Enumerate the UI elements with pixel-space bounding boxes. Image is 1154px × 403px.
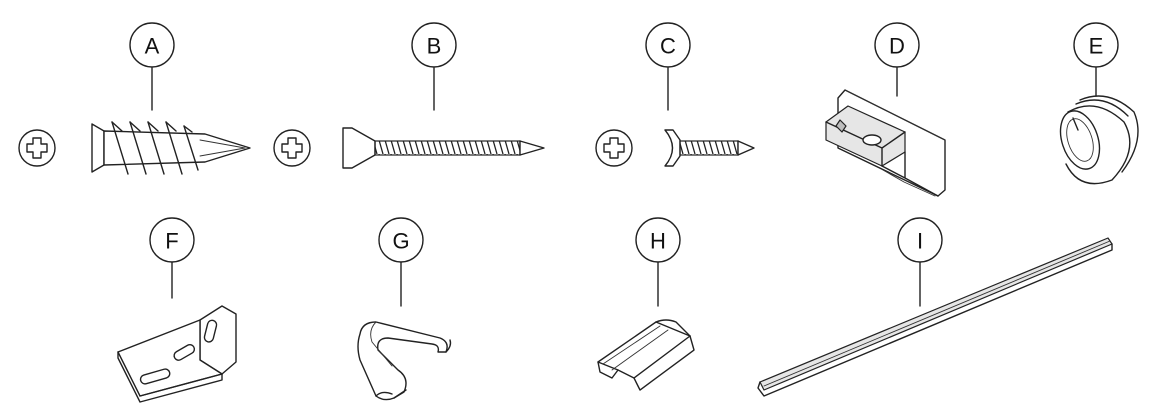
part-g: G	[357, 217, 452, 401]
part-d: D	[825, 22, 946, 197]
callout-h: H	[635, 217, 681, 263]
part-f: F	[117, 217, 237, 403]
part-a: A	[18, 22, 251, 175]
callout-b: B	[411, 22, 457, 68]
callout-f: F	[149, 217, 195, 263]
callout-label: G	[392, 229, 409, 254]
callout-label: A	[145, 34, 160, 59]
part-i: I	[757, 217, 1113, 397]
hook-clip	[357, 321, 452, 401]
short-screw	[664, 129, 755, 167]
callout-d: D	[874, 22, 920, 68]
callout-i: I	[897, 217, 943, 263]
anchor-screw	[91, 121, 251, 175]
callout-c: C	[645, 22, 691, 68]
callout-label: C	[660, 34, 676, 59]
mounting-bracket	[825, 89, 946, 197]
callout-label: I	[917, 229, 923, 254]
part-e: E	[1059, 22, 1139, 185]
part-b: B	[273, 22, 545, 169]
callout-a: A	[129, 22, 175, 68]
channel-clip	[597, 319, 695, 391]
long-screw	[342, 127, 545, 169]
callout-label: F	[165, 229, 178, 254]
callout-label: E	[1089, 34, 1104, 59]
cross-head-icon	[595, 129, 633, 167]
callout-g: G	[378, 217, 424, 263]
rod	[757, 237, 1113, 397]
callout-label: B	[427, 34, 442, 59]
cross-head-icon	[273, 129, 311, 167]
callout-label: D	[889, 34, 905, 59]
cross-head-icon	[18, 129, 56, 167]
part-c: C	[595, 22, 755, 167]
part-h: H	[597, 217, 695, 391]
callout-e: E	[1073, 22, 1119, 68]
callout-label: H	[650, 229, 666, 254]
end-cap	[1059, 95, 1139, 185]
angle-bracket	[117, 305, 237, 403]
